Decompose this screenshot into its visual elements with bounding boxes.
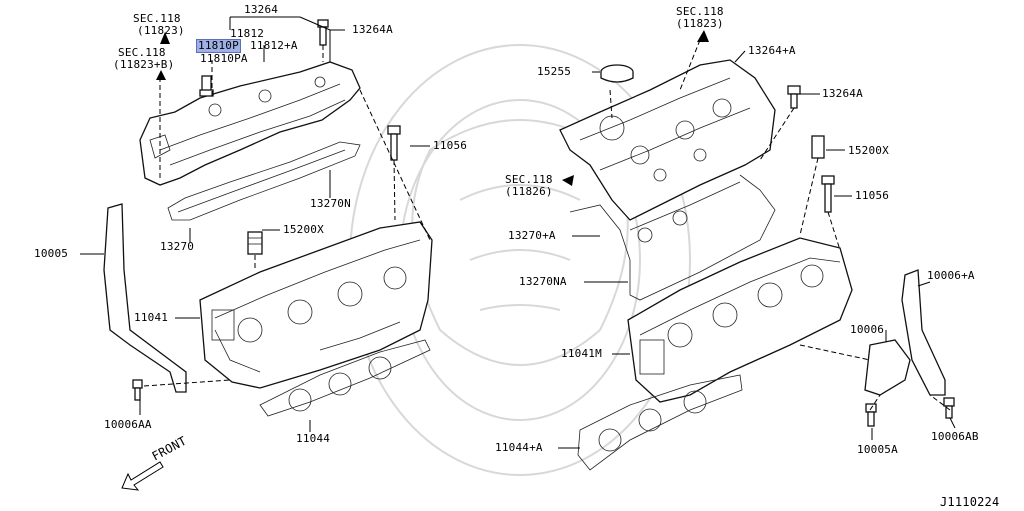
bolt-10006ab: [943, 397, 955, 419]
label-13270-plus-a: 13270+A: [508, 229, 556, 242]
bolt-11056-left: [387, 125, 401, 161]
label-sec118-11823-right-sub: (11823): [676, 17, 724, 30]
plug-15200x-right: [811, 135, 825, 159]
diagram-id: J1110224: [940, 495, 1000, 509]
bracket-10006: [864, 339, 911, 396]
label-13264-plus-a: 13264+A: [748, 44, 796, 57]
label-15255: 15255: [537, 65, 572, 78]
label-10005a: 10005A: [857, 443, 898, 456]
label-13264: 13264: [244, 3, 279, 16]
label-15200x-right: 15200X: [848, 144, 889, 157]
leader-lines-right: [558, 39, 956, 449]
label-13264a-left: 13264A: [352, 23, 393, 36]
label-13270: 13270: [160, 240, 195, 253]
label-10006aa: 10006AA: [104, 418, 152, 431]
label-sec118-11826-sub: (11826): [505, 185, 553, 198]
gasket-right: [569, 174, 776, 301]
bolt-13264a-left: [317, 19, 329, 46]
gasket-13270n: [167, 141, 361, 221]
label-11041: 11041: [134, 311, 169, 324]
label-11056-right: 11056: [855, 189, 890, 202]
front-direction-arrow-icon: [121, 461, 164, 491]
label-10006: 10006: [850, 323, 885, 336]
arrow-left-icon: [562, 175, 574, 186]
label-sec118-11823b: SEC.118: [118, 46, 166, 59]
label-sec118-11823-top: SEC.118: [133, 12, 181, 25]
bracket-10006a: [901, 269, 946, 396]
label-11044-plus-a: 11044+A: [495, 441, 543, 454]
arrow-up-icon: [697, 30, 709, 42]
bolt-10005a: [865, 403, 877, 427]
label-15200x-left: 15200X: [283, 223, 324, 236]
label-sec118-11823-top-sub: (11823): [137, 24, 185, 37]
label-11812: 11812: [230, 27, 265, 40]
leader-lines-left: [80, 16, 431, 432]
plug-15200x-left: [247, 231, 263, 255]
rocker-cover-left: [139, 61, 361, 186]
label-11056-left: 11056: [433, 139, 468, 152]
arrow-up-icon: [156, 70, 166, 80]
pcv-valve-left: [199, 75, 214, 97]
label-sec118-11823-right: SEC.118: [676, 5, 724, 18]
bolt-13264a-right: [787, 85, 801, 109]
label-sec118-11826: SEC.118: [505, 173, 553, 186]
head-gasket-right: [577, 374, 743, 471]
label-13270na: 13270NA: [519, 275, 567, 288]
label-13264a-right: 13264A: [822, 87, 863, 100]
head-gasket-left: [259, 339, 431, 417]
label-10005: 10005: [34, 247, 69, 260]
label-11810pa: 11810PA: [200, 52, 248, 65]
label-11041m: 11041M: [561, 347, 602, 360]
label-10006-plus-a: 10006+A: [927, 269, 975, 282]
bracket-10005: [103, 203, 187, 393]
oil-filler-cap: [600, 64, 634, 83]
watermark-emblem: [349, 44, 691, 476]
label-sec118-11823b-sub: (11823+B): [113, 58, 175, 71]
bolt-10006aa: [132, 379, 143, 401]
rocker-cover-right: [559, 59, 776, 221]
label-11044: 11044: [296, 432, 331, 445]
label-11810p-highlighted[interactable]: 11810P: [196, 39, 241, 53]
label-13270n: 13270N: [310, 197, 351, 210]
label-11812a: 11812+A: [250, 39, 298, 52]
arrow-up-icon: [160, 32, 170, 44]
cylinder-head-right: [627, 237, 853, 403]
label-10006ab: 10006AB: [931, 430, 979, 443]
bolt-11056-right: [821, 175, 835, 213]
cylinder-head-left: [199, 221, 433, 389]
